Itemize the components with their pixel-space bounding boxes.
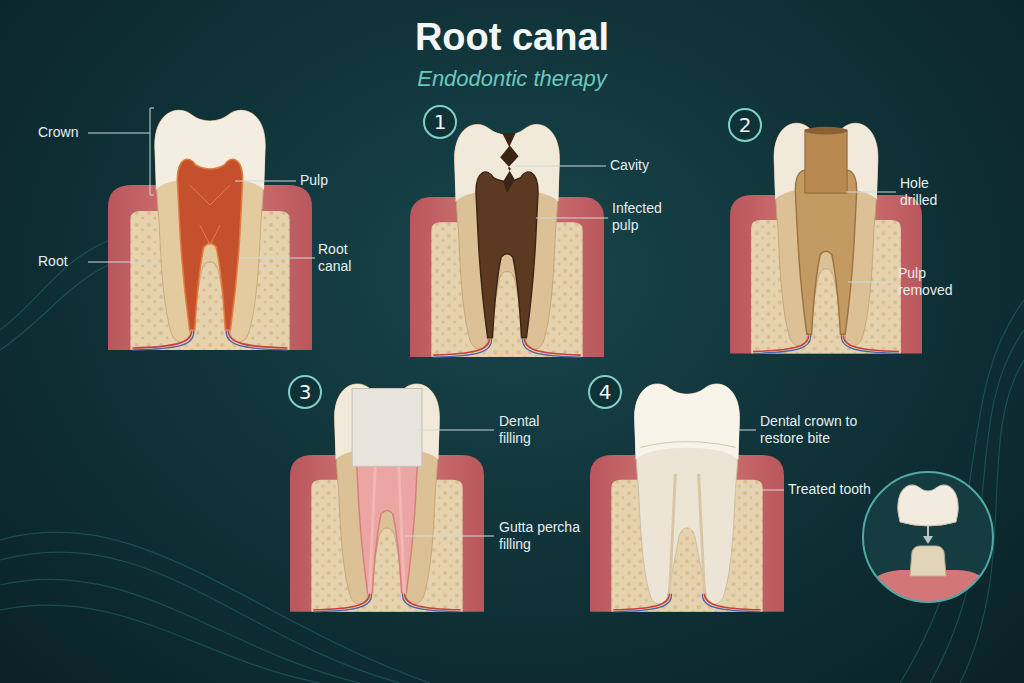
part-label: Dental filling xyxy=(499,413,559,447)
tooth-infected xyxy=(410,124,604,357)
crown-inset xyxy=(858,472,1000,605)
callout-text: 2 xyxy=(727,107,763,143)
callout-number: 1 xyxy=(422,104,458,140)
part-label: Dental crown to restore bite xyxy=(760,413,885,447)
leader-lines xyxy=(88,108,896,536)
tooth-crowned xyxy=(590,384,784,612)
part-label: Infected pulp xyxy=(612,200,674,234)
part-label: Treated tooth xyxy=(788,481,898,498)
part-label: Pulp removed xyxy=(898,265,963,299)
part-label: Root xyxy=(38,253,98,270)
tooth-anatomy xyxy=(108,110,312,350)
diagram-title: Root canal xyxy=(0,16,1024,59)
callout-text: 1 xyxy=(422,104,458,140)
tooth-filled xyxy=(290,384,484,612)
callout-text: 3 xyxy=(287,374,323,410)
part-label: Hole drilled xyxy=(900,175,955,209)
tooth-drilled xyxy=(730,123,922,353)
part-label: Gutta percha filling xyxy=(499,519,609,553)
part-label: Cavity xyxy=(610,157,680,174)
part-label: Root canal xyxy=(318,241,368,275)
callout-number: 4 xyxy=(587,374,623,410)
callout-text: 4 xyxy=(587,374,623,410)
part-label: Crown xyxy=(38,124,98,141)
subtitle: Endodontic therapy xyxy=(312,66,712,92)
callout-number: 2 xyxy=(727,107,763,143)
callout-number: 3 xyxy=(287,374,323,410)
part-label: Pulp xyxy=(300,172,360,189)
